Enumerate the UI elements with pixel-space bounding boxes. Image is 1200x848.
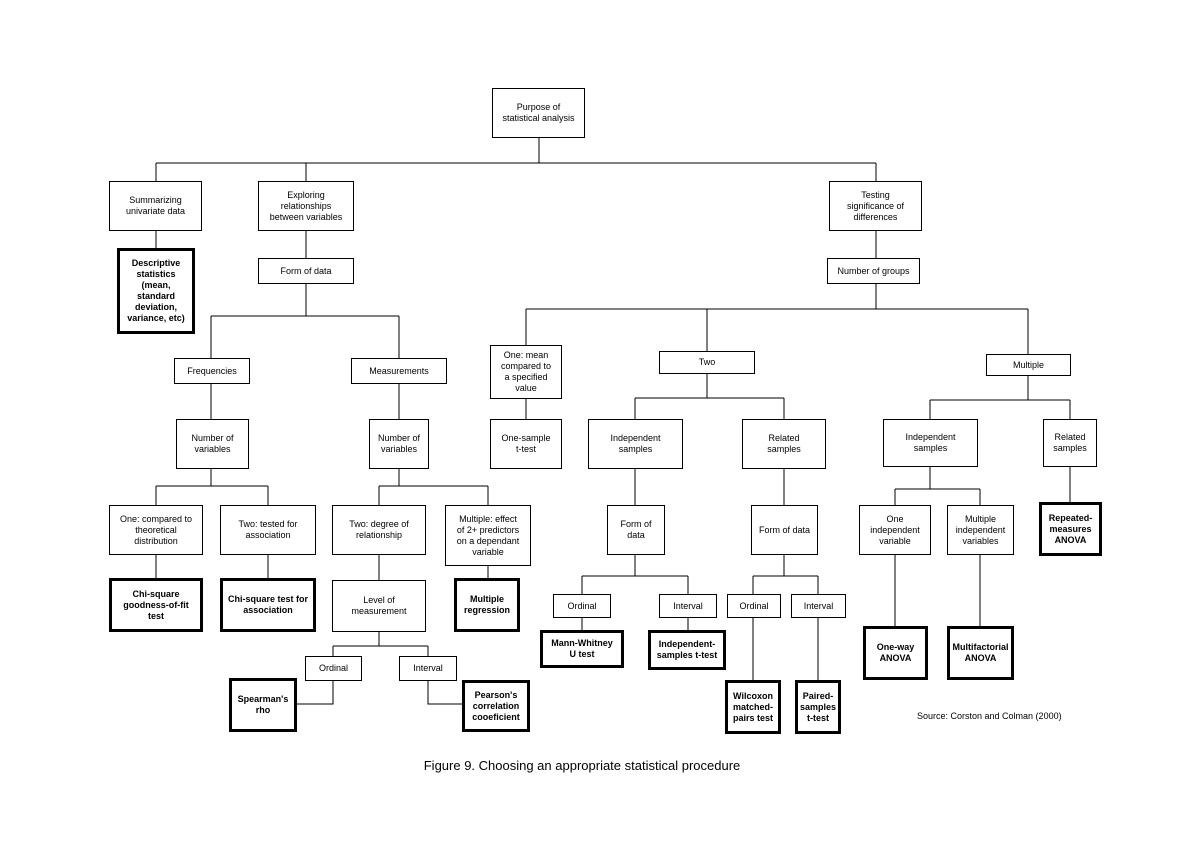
node-multifactorial-anova: Multifactorial ANOVA	[947, 626, 1014, 680]
node-number-of-variables-freq: Number of variables	[176, 419, 249, 469]
node-one-way-anova: One-way ANOVA	[863, 626, 928, 680]
node-multiple-independent-variables: Multiple independent variables	[947, 505, 1014, 555]
node-number-of-groups: Number of groups	[827, 258, 920, 284]
node-pearsons-correlation: Pearson's correlation cooeficient	[462, 680, 530, 732]
node-one-independent-variable: One independent variable	[859, 505, 931, 555]
node-mann-whitney-u-test: Mann-Whitney U test	[540, 630, 624, 668]
node-one-sample-t-test: One-sample t-test	[490, 419, 562, 469]
node-chi-square-association: Chi-square test for association	[220, 578, 316, 632]
node-interval-related: Interval	[791, 594, 846, 618]
node-ordinal-related: Ordinal	[727, 594, 781, 618]
node-number-of-variables-meas: Number of variables	[369, 419, 429, 469]
node-form-of-data-exploring: Form of data	[258, 258, 354, 284]
node-purpose: Purpose of statistical analysis	[492, 88, 585, 138]
node-two-tested-association: Two: tested for association	[220, 505, 316, 555]
node-independent-samples-multiple: Independent samples	[883, 419, 978, 467]
node-ordinal-measurement: Ordinal	[305, 656, 362, 681]
node-related-samples-two: Related samples	[742, 419, 826, 469]
node-descriptive-statistics: Descriptive statistics (mean, standard d…	[117, 248, 195, 334]
node-frequencies: Frequencies	[174, 358, 250, 384]
source-note: Source: Corston and Colman (2000)	[917, 711, 1062, 721]
node-one-compared-theoretical: One: compared to theoretical distributio…	[109, 505, 203, 555]
node-independent-samples-two: Independent samples	[588, 419, 683, 469]
node-form-of-data-related: Form of data	[751, 505, 818, 555]
node-chi-square-goodness-of-fit: Chi-square goodness-of-fit test	[109, 578, 203, 632]
node-spearmans-rho: Spearman's rho	[229, 678, 297, 732]
node-interval-measurement: Interval	[399, 656, 457, 681]
node-ordinal-independent: Ordinal	[553, 594, 611, 618]
node-multiple-effect-predictors: Multiple: effect of 2+ predictors on a d…	[445, 505, 531, 566]
node-two: Two	[659, 351, 755, 374]
figure-caption: Figure 9. Choosing an appropriate statis…	[423, 758, 741, 773]
node-form-of-data-independent: Form of data	[607, 505, 665, 555]
node-paired-samples-t-test: Paired- samples t-test	[795, 680, 841, 734]
node-independent-samples-t-test: Independent- samples t-test	[648, 630, 726, 670]
node-two-degree-relationship: Two: degree of relationship	[332, 505, 426, 555]
node-measurements: Measurements	[351, 358, 447, 384]
node-level-of-measurement: Level of measurement	[332, 580, 426, 632]
node-related-samples-multiple: Related samples	[1043, 419, 1097, 467]
node-exploring: Exploring relationships between variable…	[258, 181, 354, 231]
node-one-mean: One: mean compared to a specified value	[490, 345, 562, 399]
node-wilcoxon-matched-pairs: Wilcoxon matched- pairs test	[725, 680, 781, 734]
node-multiple-regression: Multiple regression	[454, 578, 520, 632]
node-summarizing: Summarizing univariate data	[109, 181, 202, 231]
node-interval-independent: Interval	[659, 594, 717, 618]
node-repeated-measures-anova: Repeated- measures ANOVA	[1039, 502, 1102, 556]
node-testing: Testing significance of differences	[829, 181, 922, 231]
node-multiple: Multiple	[986, 354, 1071, 376]
